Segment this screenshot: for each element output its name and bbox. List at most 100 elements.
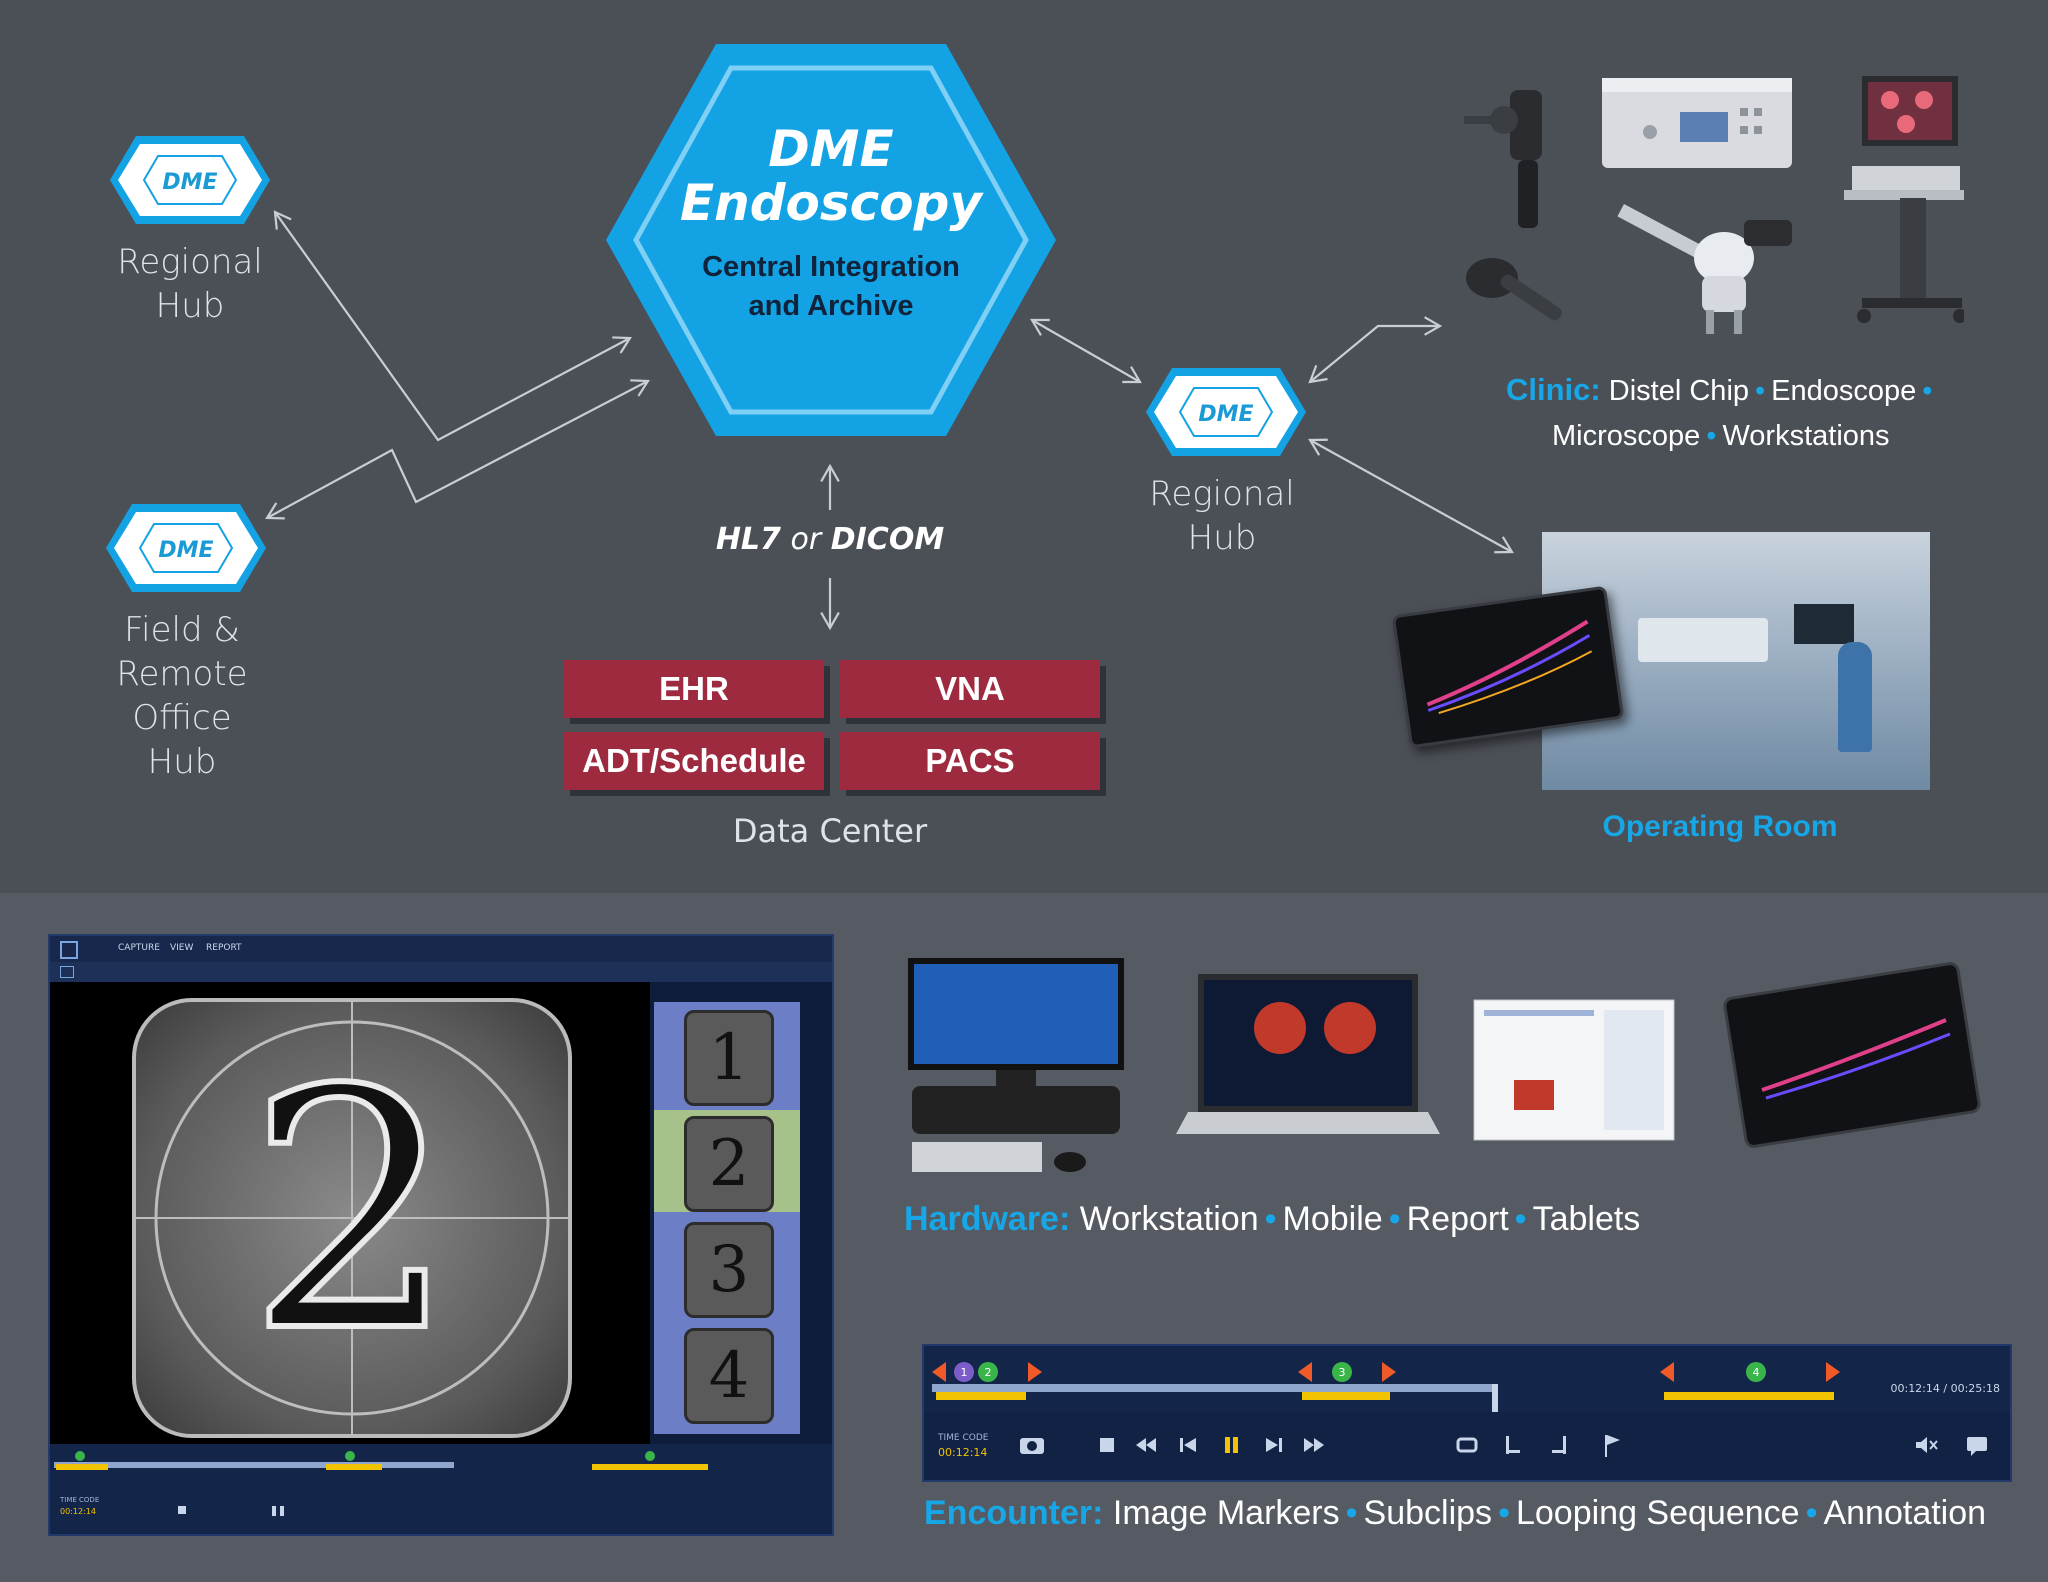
bullet-dot: • <box>1706 420 1717 452</box>
arrow-center-to-right-hub <box>1030 318 1142 384</box>
marker-dot <box>954 1362 974 1382</box>
subclip-end-marker <box>1826 1362 1840 1382</box>
encounter-key: Encounter: <box>924 1494 1104 1532</box>
comment-icon[interactable] <box>1962 1430 1992 1460</box>
protocol-dicom: DICOM <box>830 522 945 557</box>
bullet-dot: • <box>1514 1200 1527 1238</box>
subclip-start-marker <box>1660 1362 1674 1382</box>
timeline-position: 00:12:14 / 00:25:18 <box>1890 1382 2000 1395</box>
hardware-item-workstation: Workstation <box>1079 1200 1259 1238</box>
dme-hub-badge-regional-left: DME <box>110 136 270 224</box>
menu-view[interactable]: VIEW <box>170 943 194 953</box>
flag-icon[interactable] <box>1596 1430 1626 1460</box>
marker-label: 3 <box>1339 1366 1346 1379</box>
central-subtitle-line2: and Archive <box>748 290 914 322</box>
clinic-item-endoscope: Endoscope <box>1771 375 1917 407</box>
central-title: DME Endoscopy <box>606 122 1056 230</box>
fast-forward-icon[interactable] <box>1298 1430 1328 1460</box>
thumbnail-4[interactable]: 4 <box>684 1328 774 1424</box>
bullet-dot: • <box>1264 1200 1277 1238</box>
menu-capture[interactable]: CAPTURE <box>118 943 160 953</box>
timeline-playhead <box>1492 1384 1498 1414</box>
report-icon <box>1473 999 1675 1141</box>
central-title-line1: DME <box>768 120 894 178</box>
rewind-icon[interactable] <box>1132 1430 1162 1460</box>
pause-icon[interactable] <box>1216 1430 1246 1460</box>
hardware-item-report: Report <box>1406 1200 1509 1238</box>
protocol-hl7: HL7 <box>715 522 781 557</box>
tablet-wallpaper <box>1426 619 1593 715</box>
workstation-icon <box>908 958 1124 1172</box>
skip-forward-icon[interactable] <box>1258 1430 1288 1460</box>
laptop-icon <box>1176 974 1440 1134</box>
encounter-timeline: 1 2 3 4 00:12:14 / 00:25:18 TIME CODE 00… <box>922 1344 2012 1482</box>
subclip-start-marker <box>932 1362 946 1382</box>
arrow-field-hub-to-center <box>265 379 650 520</box>
mini-time-code-label: TIME CODE <box>59 1496 99 1504</box>
monitor-shape <box>1794 604 1854 644</box>
encounter-item-looping-sequence: Looping Sequence <box>1515 1494 1800 1532</box>
dme-viewer-app-window: CAPTURE VIEW REPORT 2 1 2 3 4 <box>48 934 834 1536</box>
clinic-item-microscope: Microscope <box>1552 420 1701 452</box>
marker-dot <box>978 1362 998 1382</box>
clinic-key: Clinic: <box>1506 372 1601 407</box>
app-menu-bar: CAPTURE VIEW REPORT <box>50 936 832 962</box>
clinic-caption-line2: Microscope•Workstations <box>1552 420 1890 453</box>
time-code-value: 00:12:14 <box>938 1446 987 1459</box>
regional-hub-left-label: Regional Hub <box>90 240 290 328</box>
menu-report[interactable]: REPORT <box>206 943 242 953</box>
hardware-caption: Hardware: Workstation•Mobile•Report•Tabl… <box>904 1200 1640 1239</box>
bullet-dot: • <box>1388 1200 1401 1238</box>
countdown-leader-frame: 2 <box>132 998 572 1438</box>
thumbnail-strip: 1 2 3 4 <box>654 1002 800 1434</box>
central-subtitle: Central Integration and Archive <box>606 248 1056 326</box>
field-hub-line3: Office <box>132 698 232 738</box>
skip-back-icon[interactable] <box>1174 1430 1204 1460</box>
mini-subclip <box>56 1464 108 1470</box>
mini-subclip <box>326 1464 382 1470</box>
surgical-table-shape <box>1638 618 1768 662</box>
folder-icon[interactable] <box>60 966 74 978</box>
camera-capture-icon[interactable] <box>1014 1430 1054 1460</box>
system-adt-schedule: ADT/Schedule <box>564 732 824 790</box>
marker-dot <box>1746 1362 1766 1382</box>
data-center-label: Data Center <box>732 812 928 850</box>
bullet-dot: • <box>1755 375 1766 407</box>
encounter-item-subclips: Subclips <box>1363 1494 1493 1532</box>
marker-label: 1 <box>961 1366 968 1379</box>
operating-room-label: Operating Room <box>1602 810 1838 843</box>
mini-subclip <box>592 1464 708 1470</box>
subclip-start-marker <box>1298 1362 1312 1382</box>
dme-hub-badge-field: DME <box>106 504 266 592</box>
surgeon-shape <box>1838 642 1872 752</box>
stop-icon[interactable] <box>1092 1430 1122 1460</box>
bullet-dot: • <box>1345 1494 1358 1532</box>
mini-timeline-progress <box>54 1462 454 1468</box>
thumbnail-3[interactable]: 3 <box>684 1222 774 1318</box>
loop-icon[interactable] <box>1452 1430 1482 1460</box>
mark-out-icon[interactable] <box>1544 1430 1574 1460</box>
video-frame[interactable]: 2 <box>50 982 650 1466</box>
workstation-cart-icon <box>1844 76 1964 323</box>
thumbnail-1[interactable]: 1 <box>684 1010 774 1106</box>
mini-marker <box>345 1451 355 1461</box>
app-toolbar <box>50 962 832 982</box>
hardware-item-mobile: Mobile <box>1282 1200 1383 1238</box>
field-hub-line1: Field & <box>124 610 240 650</box>
mini-stop-icon <box>178 1506 186 1514</box>
tablet-icon <box>1723 962 1981 1148</box>
app-logo-icon <box>60 941 78 959</box>
connector-arrows <box>265 210 1514 631</box>
bullet-dot: • <box>1805 1494 1818 1532</box>
field-hub-line2: Remote <box>116 654 248 694</box>
hardware-key: Hardware: <box>904 1200 1071 1238</box>
mute-icon[interactable] <box>1910 1430 1940 1460</box>
encounter-caption: Encounter: Image Markers•Subclips•Loopin… <box>924 1494 1986 1533</box>
mini-marker <box>645 1451 655 1461</box>
field-remote-hub-label: Field & Remote Office Hub <box>82 608 282 784</box>
mark-in-icon[interactable] <box>1498 1430 1528 1460</box>
arrow-right-hub-to-or <box>1308 438 1514 554</box>
thumbnail-2[interactable]: 2 <box>684 1116 774 1212</box>
app-mini-timeline: TIME CODE 00:12:14 <box>50 1444 832 1534</box>
mini-time-code: 00:12:14 <box>60 1507 96 1516</box>
